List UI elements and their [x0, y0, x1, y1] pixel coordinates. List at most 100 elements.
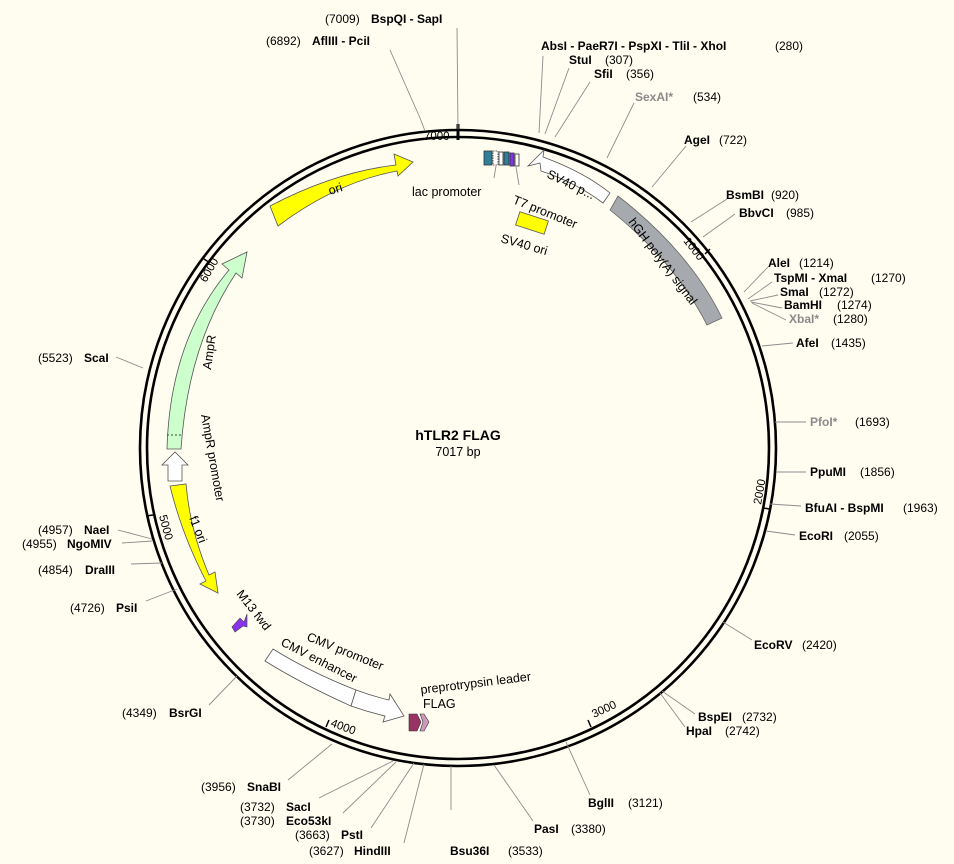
site-pos-eco53ki[interactable]: (3730) [240, 814, 275, 828]
site-name-pfoi[interactable]: PfoI* [810, 415, 838, 429]
site-pos-psti[interactable]: (3663) [295, 828, 330, 842]
feature-sv40-ori-box[interactable] [515, 211, 549, 235]
site-pos-ngomiv[interactable]: (4955) [22, 537, 57, 551]
site-name-bsu36i[interactable]: Bsu36I [450, 844, 489, 858]
leader-saci [318, 760, 394, 799]
site-pos-bglii[interactable]: (3121) [628, 796, 663, 810]
site-name-tspmi[interactable]: TspMI - XmaI [774, 271, 847, 285]
site-name-xbai[interactable]: XbaI* [789, 312, 819, 326]
site-name-eco53ki[interactable]: Eco53kI [286, 814, 331, 828]
site-name-draiii[interactable]: DraIII [85, 563, 115, 577]
site-labels: (7009) BspQI - SapI (6892) AflIII - PciI… [22, 12, 938, 858]
leader-afei [761, 342, 794, 347]
site-name-stui[interactable]: StuI [569, 53, 592, 67]
site-pos-draiii[interactable]: (4854) [38, 563, 73, 577]
site-name-hindiii[interactable]: HindIII [354, 844, 391, 858]
site-name-bbvci[interactable]: BbvCI [739, 206, 774, 220]
site-name-bsmbi[interactable]: BsmBI [726, 188, 764, 202]
site-name-bsrgi[interactable]: BsrGI [169, 706, 202, 720]
site-pos-afei[interactable]: (1435) [831, 336, 866, 350]
site-name-afei[interactable]: AfeI [796, 336, 819, 350]
site-name-naei[interactable]: NaeI [84, 523, 109, 537]
site-name-pasi[interactable]: PasI [534, 822, 559, 836]
site-name-bglii[interactable]: BglII [588, 796, 614, 810]
site-pos-smai[interactable]: (1272) [819, 285, 854, 299]
site-pos-ecori[interactable]: (2055) [844, 529, 879, 543]
feature-ori-arrow[interactable] [269, 153, 414, 227]
feature-hgh-polya-bar[interactable] [609, 195, 723, 326]
feature-lac-promoter-box[interactable] [483, 150, 493, 166]
site-name-ecori[interactable]: EcoRI [799, 529, 833, 543]
site-pos-sexai[interactable]: (534) [693, 90, 721, 104]
tick-label-2000: 2000 [752, 478, 768, 505]
feature-ampr-promoter-arrow[interactable] [161, 451, 189, 482]
site-pos-afliii[interactable]: (6892) [266, 34, 301, 48]
site-pos-alei[interactable]: (1214) [799, 256, 834, 270]
site-name-ppumi[interactable]: PpuMI [810, 465, 846, 479]
site-pos-psii[interactable]: (4726) [70, 601, 105, 615]
site-pos-ecorv[interactable]: (2420) [802, 638, 837, 652]
site-name-bamhi[interactable]: BamHI [784, 298, 822, 312]
feature-cap-site-box[interactable] [498, 151, 504, 166]
site-name-ngomiv[interactable]: NgoMIV [67, 537, 112, 551]
site-name-psii[interactable]: PsiI [116, 601, 137, 615]
site-pos-bspqi[interactable]: (7009) [325, 12, 360, 26]
feature-f1-ori-arrow[interactable] [169, 483, 219, 594]
site-name-bfuai[interactable]: BfuAI - BspMI [805, 501, 884, 515]
feature-m13-fwd-arrow[interactable] [231, 613, 248, 633]
site-pos-bfuai[interactable]: (1963) [903, 501, 938, 515]
tick-mark-3000 [587, 719, 592, 728]
site-pos-snabi[interactable]: (3956) [201, 780, 236, 794]
site-pos-sfii[interactable]: (356) [626, 67, 654, 81]
leader-ecorv [722, 621, 753, 641]
site-pos-bsmbi[interactable]: (920) [771, 188, 799, 202]
site-name-snabi[interactable]: SnaBI [247, 780, 281, 794]
site-name-hpai[interactable]: HpaI [686, 724, 712, 738]
site-pos-stui[interactable]: (307) [605, 53, 633, 67]
site-pos-pasi[interactable]: (3380) [571, 822, 606, 836]
feature-m13-rev-box[interactable] [509, 152, 515, 167]
site-pos-bamhi[interactable]: (1274) [837, 298, 872, 312]
leader-bfuai [769, 503, 802, 507]
feature-ampr-arrow[interactable] [166, 251, 248, 450]
site-name-bspqi[interactable]: BspQI - SapI [371, 12, 442, 26]
site-name-sexai[interactable]: SexAI* [635, 90, 673, 104]
site-name-bspei[interactable]: BspEI [698, 710, 732, 724]
feature-flag-arrow[interactable] [419, 713, 430, 732]
site-pos-agei[interactable]: (722) [719, 133, 747, 147]
feature-preprotrypsin-arrow[interactable] [408, 713, 422, 732]
site-pos-scai[interactable]: (5523) [38, 351, 73, 365]
feature-sv40-promoter-arrow[interactable] [526, 148, 611, 204]
site-name-psti[interactable]: PstI [341, 828, 363, 842]
site-name-scai[interactable]: ScaI [84, 351, 109, 365]
site-pos-xbai[interactable]: (1280) [833, 312, 868, 326]
site-pos-bbvci[interactable]: (985) [786, 206, 814, 220]
feature-lac-leader [493, 165, 497, 179]
site-pos-naei[interactable]: (4957) [38, 523, 73, 537]
site-pos-tspmi[interactable]: (1270) [871, 271, 906, 285]
site-name-smai[interactable]: SmaI [780, 285, 809, 299]
site-pos-absi[interactable]: (280) [775, 39, 803, 53]
site-pos-bsu36i[interactable]: (3533) [508, 844, 543, 858]
site-pos-pfoi[interactable]: (1693) [855, 415, 890, 429]
site-pos-saci[interactable]: (3732) [240, 800, 275, 814]
feature-lac-promoter-label: lac promoter [412, 185, 481, 199]
leader-bbvci [702, 213, 736, 238]
site-pos-bspei[interactable]: (2732) [742, 710, 777, 724]
site-name-ecorv[interactable]: EcoRV [754, 638, 792, 652]
feature-lac-operator-box[interactable] [492, 150, 499, 166]
site-pos-bsrgi[interactable]: (4349) [122, 706, 157, 720]
site-name-saci[interactable]: SacI [286, 800, 311, 814]
feature-t7-promoter-box[interactable] [503, 151, 510, 166]
feature-t7-box[interactable] [514, 153, 520, 167]
site-pos-ppumi[interactable]: (1856) [860, 465, 895, 479]
feature-cmv-promoter-arrow[interactable] [350, 689, 405, 723]
site-name-alei[interactable]: AleI [768, 256, 790, 270]
site-name-afliii[interactable]: AflIII - PciI [312, 34, 370, 48]
site-name-absi[interactable]: AbsI - PaeR7I - PspXI - TliI - XhoI [541, 39, 726, 53]
site-name-agei[interactable]: AgeI [684, 133, 710, 147]
site-name-sfii[interactable]: SfiI [594, 67, 613, 81]
site-pos-hpai[interactable]: (2742) [725, 724, 760, 738]
site-pos-hindiii[interactable]: (3627) [309, 844, 344, 858]
